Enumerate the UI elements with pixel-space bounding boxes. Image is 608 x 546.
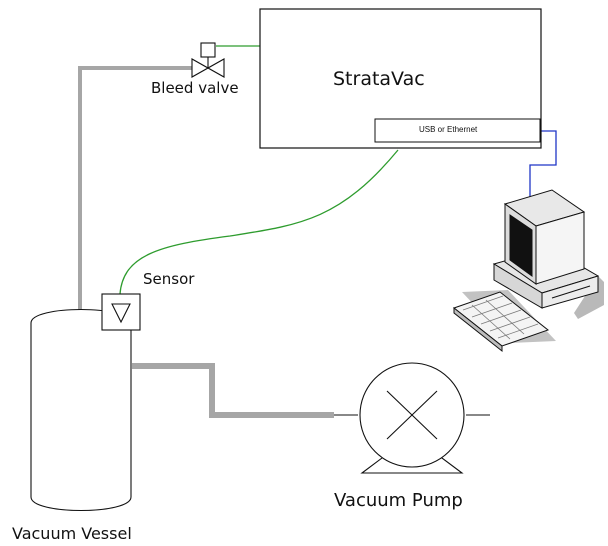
bleed-line-pipe [78, 66, 192, 316]
sensor-signal-wire [119, 149, 399, 295]
vacuum-pump-label: Vacuum Pump [334, 490, 463, 511]
desktop-computer-icon [452, 189, 604, 353]
port-label: USB or Ethernet [419, 125, 478, 134]
sensor-label: Sensor [143, 270, 195, 288]
usb-ethernet-port [374, 118, 541, 143]
pump-line-pipe [132, 363, 334, 418]
controller-title: StrataVac [333, 68, 425, 90]
bleed-valve-icon [191, 42, 225, 78]
data-cable [529, 130, 557, 200]
vacuum-pump-icon [334, 362, 490, 474]
sensor-icon [101, 293, 141, 331]
vacuum-vessel-label: Vacuum Vessel [12, 524, 132, 543]
bleed-valve-label: Bleed valve [151, 79, 239, 97]
vacuum-vessel-icon [30, 308, 132, 512]
